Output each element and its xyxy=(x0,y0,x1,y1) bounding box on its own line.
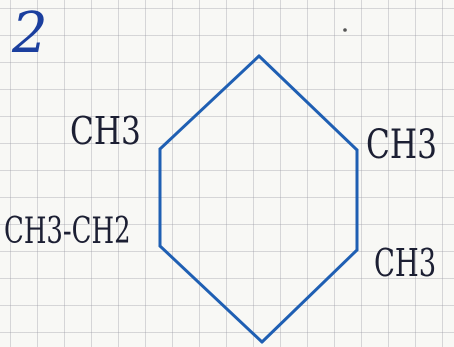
substituent-upper-left-label: CH3 xyxy=(70,109,141,153)
substituent-upper-right-label: CH3 xyxy=(366,122,437,168)
ring-bond-top-left xyxy=(158,54,261,151)
problem-number: 2 xyxy=(12,1,48,66)
ring-bond-top-right xyxy=(257,54,359,152)
ring-bond-bottom-right xyxy=(260,248,359,344)
substituent-left-label: CH3-CH2 xyxy=(4,211,131,252)
ink-dot xyxy=(343,28,347,32)
substituent-lower-right-label: CH3 xyxy=(374,241,437,285)
ring-bond-bottom-left xyxy=(158,244,264,344)
